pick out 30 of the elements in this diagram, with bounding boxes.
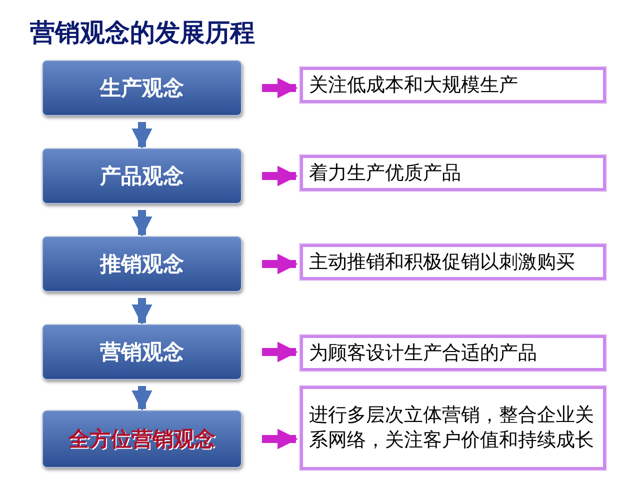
arrow — [132, 298, 152, 326]
stage-label: 产品观念 — [100, 163, 184, 190]
arrow — [262, 342, 298, 362]
arrow — [262, 78, 298, 98]
stage-label: 生产观念 — [100, 75, 184, 102]
description-text: 主动推销和积极促销以刺激购买 — [309, 250, 575, 274]
description-text: 进行多层次立体营销，整合企业关系网络，关注客户价值和持续成长 — [309, 403, 595, 453]
stage-label: 营销观念 — [100, 339, 184, 366]
arrow — [262, 166, 298, 186]
stage-box — [42, 236, 242, 292]
arrow — [132, 210, 152, 238]
arrow — [262, 428, 298, 450]
description-box — [300, 67, 606, 103]
title: 营销观念的发展历程 — [30, 17, 255, 49]
arrow — [262, 254, 298, 274]
stage-box — [42, 60, 242, 116]
description-text: 为顾客设计生产合适的产品 — [309, 340, 537, 366]
stage-box — [42, 148, 242, 204]
stage-box — [42, 324, 242, 380]
stage-label: 推销观念 — [100, 251, 184, 278]
stage-label: 全方位营销观念 — [68, 426, 216, 453]
description-box — [300, 335, 606, 371]
description-box — [300, 386, 606, 470]
description-box — [300, 244, 606, 280]
description-box — [300, 155, 606, 191]
description-text: 关注低成本和大规模生产 — [309, 72, 518, 98]
arrow — [132, 122, 152, 150]
arrow — [132, 386, 152, 412]
description-text: 着力生产优质产品 — [309, 160, 461, 186]
stage-box — [42, 410, 242, 468]
